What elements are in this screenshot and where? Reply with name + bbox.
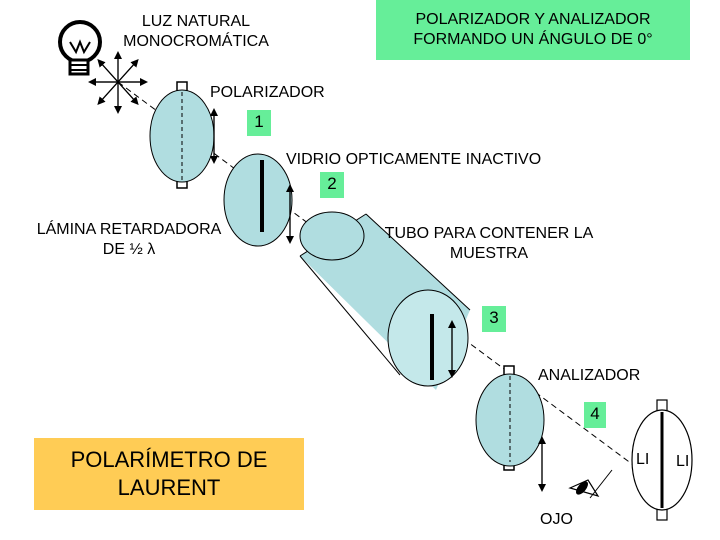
polarizer-disk: [149, 81, 218, 189]
angle-note-line-2: FORMANDO UN ÁNGULO DE 0°: [413, 31, 653, 48]
light-source-label-line-1: LUZ NATURAL: [141, 13, 251, 30]
angle-note-box: [376, 0, 690, 60]
title-line-2: LAURENT: [117, 475, 221, 500]
inactive-glass-label: VIDRIO OPTICAMENTE INACTIVO: [286, 151, 542, 168]
light-bulb-icon: [58, 20, 102, 76]
retarder-plate-disk: [223, 153, 294, 247]
eye-label: OJO: [540, 511, 573, 528]
sample-tube: [299, 211, 471, 390]
sample-tube-line-2: MUESTRA: [449, 245, 529, 262]
angle-note-line-1: POLARIZADOR Y ANALIZADOR: [415, 11, 651, 28]
analyzer-label: ANALIZADOR: [538, 367, 641, 384]
title-box: POLARÍMETRO DE LAURENT: [34, 438, 304, 510]
number-badge-4: 4: [584, 402, 606, 428]
analyzer-disk: [475, 365, 546, 492]
angle-note-label: POLARIZADOR Y ANALIZADOR FORMANDO UN ÁNG…: [376, 10, 690, 50]
title-line-1: POLARÍMETRO DE: [70, 447, 268, 472]
eye-icon: [568, 469, 613, 499]
sample-tube-line-1: TUBO PARA CONTENER LA: [384, 225, 594, 242]
half-field-view: [631, 399, 693, 521]
light-source-label-line-2: MONOCROMÁTICA: [123, 33, 269, 50]
polarizer-label: POLARIZADOR: [210, 84, 325, 101]
field-right-label: LI: [676, 453, 690, 470]
number-badge-3: 3: [482, 306, 506, 332]
field-left-label: LI: [636, 451, 650, 468]
number-badge-2: 2: [320, 172, 344, 198]
light-source-label: LUZ NATURAL MONOCROMÁTICA: [108, 12, 284, 52]
number-badge-1: 1: [247, 110, 271, 136]
retarder-plate-label: LÁMINA RETARDADORA DE ½ λ: [22, 220, 236, 260]
sample-tube-label: TUBO PARA CONTENER LA MUESTRA: [366, 224, 612, 264]
retarder-plate-line-2: DE ½ λ: [102, 241, 156, 258]
retarder-plate-line-1: LÁMINA RETARDADORA: [36, 221, 222, 238]
